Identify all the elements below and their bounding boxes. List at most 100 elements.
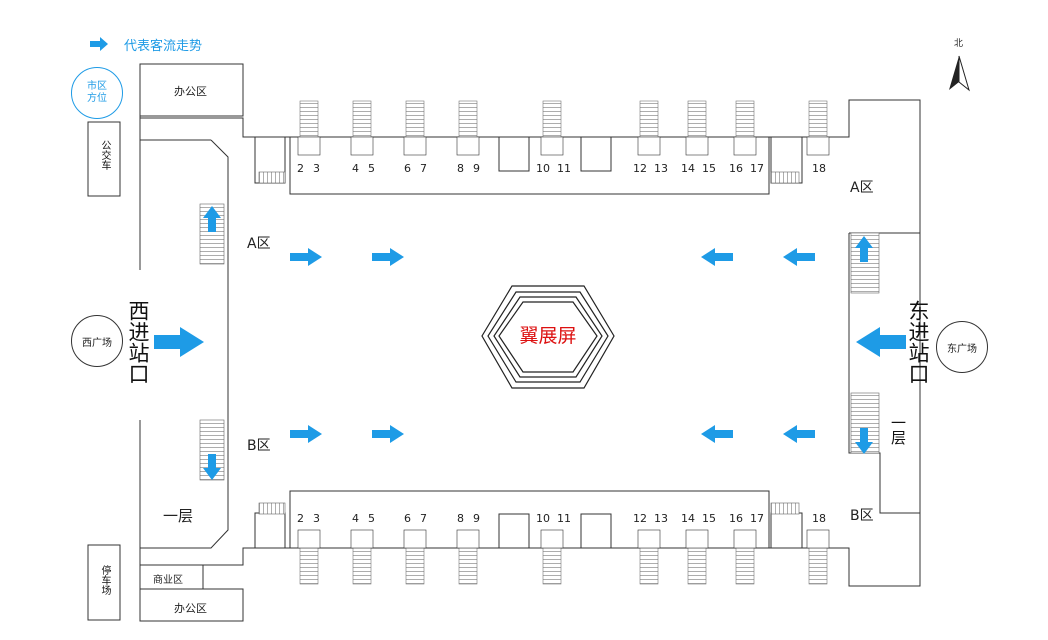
- escalator: [639, 100, 659, 138]
- gate-box: [403, 529, 427, 549]
- east-square-badge: 东广场: [936, 321, 988, 373]
- west-square-badge: 西广场: [71, 315, 123, 367]
- office-top-label: 办公区: [174, 85, 207, 98]
- gate-box: [637, 136, 661, 156]
- city-line1: 市区: [87, 81, 107, 92]
- gate-number: 12: [633, 512, 647, 525]
- gate-number: 6: [404, 162, 411, 175]
- gate-number: 15: [702, 512, 716, 525]
- gate-box: [806, 136, 830, 156]
- gate-number: 7: [420, 162, 427, 175]
- gate-number: 13: [654, 512, 668, 525]
- escalator: [458, 547, 478, 585]
- gate-number: 11: [557, 162, 571, 175]
- gate-number: 13: [654, 162, 668, 175]
- city-direction-badge: 市区 方位: [71, 67, 123, 119]
- escalator: [458, 100, 478, 138]
- gate-number: 4: [352, 162, 359, 175]
- gate-number: 10: [536, 162, 550, 175]
- gate-number: 5: [368, 512, 375, 525]
- gate-number: 14: [681, 512, 695, 525]
- office-bottom-label: 办公区: [174, 602, 207, 615]
- gate-number: 9: [473, 162, 480, 175]
- gate-box: [540, 136, 564, 156]
- east-entrance-flow-icon: [856, 327, 906, 357]
- parking-block: [87, 544, 121, 621]
- gate-box: [806, 529, 830, 549]
- gate-number: 9: [473, 512, 480, 525]
- gate-number: 16: [729, 162, 743, 175]
- compass-label: 北: [954, 39, 964, 49]
- gate-number: 8: [457, 512, 464, 525]
- gate-number: 3: [313, 162, 320, 175]
- gate-box: [297, 529, 321, 549]
- escalator: [735, 547, 755, 585]
- escalator: [352, 547, 372, 585]
- commerce-label: 商业区: [153, 575, 183, 586]
- city-line2: 方位: [87, 93, 107, 104]
- gate-box: [637, 529, 661, 549]
- gate-box: [540, 529, 564, 549]
- escalator: [405, 547, 425, 585]
- legend: 代表客流走势: [86, 34, 202, 54]
- escalator: [299, 100, 319, 138]
- escalator: [735, 100, 755, 138]
- zone-a-left: A区: [247, 236, 271, 252]
- gate-number: 18: [812, 162, 826, 175]
- gate-box: [685, 136, 709, 156]
- escalator: [808, 547, 828, 585]
- zone-b-right: B区: [850, 508, 874, 524]
- escalator: [808, 100, 828, 138]
- west-entrance-flow-icon: [154, 327, 204, 357]
- gate-number: 6: [404, 512, 411, 525]
- floor-left-label: 一层: [163, 507, 194, 525]
- gate-box: [733, 529, 757, 549]
- commerce-block: [139, 564, 204, 590]
- parking-label: 停车场: [99, 565, 110, 595]
- escalator: [542, 547, 562, 585]
- gate-number: 3: [313, 512, 320, 525]
- gate-number: 14: [681, 162, 695, 175]
- escalator: [542, 100, 562, 138]
- east-entrance-label: 东进站口: [906, 300, 930, 384]
- escalator: [687, 100, 707, 138]
- gate-number: 12: [633, 162, 647, 175]
- gate-box: [733, 136, 757, 156]
- gate-box: [685, 529, 709, 549]
- gate-number: 15: [702, 162, 716, 175]
- gate-box: [456, 136, 480, 156]
- west-entrance-label: 西进站口: [126, 300, 150, 384]
- gate-number: 16: [729, 512, 743, 525]
- gate-box: [403, 136, 427, 156]
- bus-block: [87, 121, 121, 197]
- gate-number: 7: [420, 512, 427, 525]
- escalator: [687, 547, 707, 585]
- gate-number: 18: [812, 512, 826, 525]
- gate-number: 11: [557, 512, 571, 525]
- bus-label: 公交车: [99, 140, 110, 170]
- wing-screen-label: 翼展屏: [519, 325, 577, 347]
- office-top-block: [139, 63, 244, 117]
- gate-box: [350, 529, 374, 549]
- north-arrow-icon: [949, 55, 970, 92]
- gate-box: [350, 136, 374, 156]
- gate-number: 5: [368, 162, 375, 175]
- gate-number: 8: [457, 162, 464, 175]
- gate-box: [456, 529, 480, 549]
- escalator: [405, 100, 425, 138]
- east-square-label: 东广场: [947, 343, 977, 355]
- escalator: [299, 547, 319, 585]
- gate-number: 17: [750, 512, 764, 525]
- zone-b-left: B区: [247, 438, 271, 454]
- gate-number: 10: [536, 512, 550, 525]
- west-square-label: 西广场: [82, 337, 112, 349]
- floor-right-label: 一层: [889, 415, 907, 445]
- gate-number: 17: [750, 162, 764, 175]
- escalator: [352, 100, 372, 138]
- legend-text: 代表客流走势: [124, 38, 203, 54]
- gate-number: 2: [297, 512, 304, 525]
- gate-box: [297, 136, 321, 156]
- zone-a-right: A区: [850, 180, 874, 196]
- gate-number: 2: [297, 162, 304, 175]
